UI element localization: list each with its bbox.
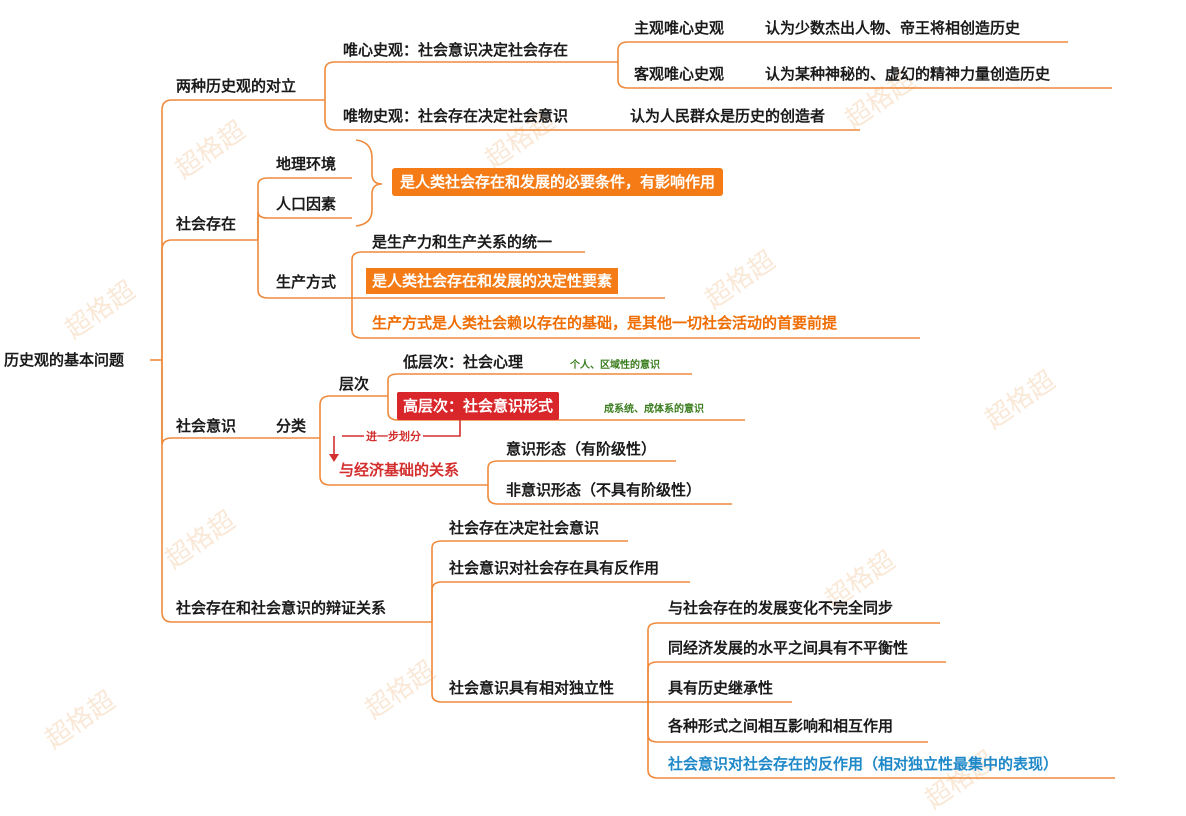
high-level-box: 高层次：社会意识形式 xyxy=(397,392,560,420)
ideology-item: 意识形态（有阶级性） xyxy=(506,440,657,458)
materialism-desc: 认为人民群众是历史的创造者 xyxy=(630,107,826,125)
low-level-node: 低层次：社会心理 xyxy=(403,353,524,371)
branch-dialectical-relation: 社会存在和社会意识的辩证关系 xyxy=(176,599,387,617)
low-level-note: 个人、区域性的意识 xyxy=(570,360,660,371)
independence-item: 与社会存在的发展变化不完全同步 xyxy=(668,599,894,617)
production-mode-node: 生产方式 xyxy=(276,273,337,291)
population-node: 人口因素 xyxy=(276,195,337,213)
idealism-node: 唯心史观：社会意识决定社会存在 xyxy=(343,41,569,59)
geography-node: 地理环境 xyxy=(276,155,337,173)
dialectic-item: 社会意识对社会存在具有反作用 xyxy=(449,559,660,577)
root-topic: 历史观的基本问题 xyxy=(4,351,125,369)
independence-item: 同经济发展的水平之间具有不平衡性 xyxy=(668,639,909,657)
high-level-note: 成系统、成体系的意识 xyxy=(604,404,704,415)
further-division-label: 进一步划分 xyxy=(364,427,423,447)
production-mode-item: 生产方式是人类社会赖以存在的基础，是其他一切社会活动的首要前提 xyxy=(372,314,838,332)
independence-item-key: 社会意识对社会存在的反作用（相对独立性最集中的表现） xyxy=(668,755,1059,773)
independence-item: 具有历史继承性 xyxy=(668,679,774,697)
objective-idealism-node: 客观唯心史观 xyxy=(634,65,725,83)
relation-node: 与经济基础的关系 xyxy=(339,461,460,479)
production-mode-item: 是生产力和生产关系的统一 xyxy=(372,233,553,251)
levels-node: 层次 xyxy=(339,375,370,393)
materialism-node: 唯物史观：社会存在决定社会意识 xyxy=(343,107,569,125)
production-mode-decisive-box: 是人类社会存在和发展的决定性要素 xyxy=(366,268,619,294)
subjective-idealism-node: 主观唯心史观 xyxy=(634,19,725,37)
non-ideology-item: 非意识形态（不具有阶级性） xyxy=(506,481,702,499)
dialectic-item: 社会存在决定社会意识 xyxy=(449,519,600,537)
subjective-idealism-desc: 认为少数杰出人物、帝王将相创造历史 xyxy=(765,19,1021,37)
branch-two-views: 两种历史观的对立 xyxy=(176,77,297,95)
geo-pop-desc-box: 是人类社会存在和发展的必要条件，有影响作用 xyxy=(392,168,724,196)
branch-social-consciousness: 社会意识 xyxy=(176,417,237,435)
classification-node: 分类 xyxy=(276,417,307,435)
independence-node: 社会意识具有相对独立性 xyxy=(449,679,615,697)
objective-idealism-desc: 认为某种神秘的、虚幻的精神力量创造历史 xyxy=(765,65,1051,83)
branch-social-existence: 社会存在 xyxy=(176,215,237,233)
independence-item: 各种形式之间相互影响和相互作用 xyxy=(668,717,894,735)
